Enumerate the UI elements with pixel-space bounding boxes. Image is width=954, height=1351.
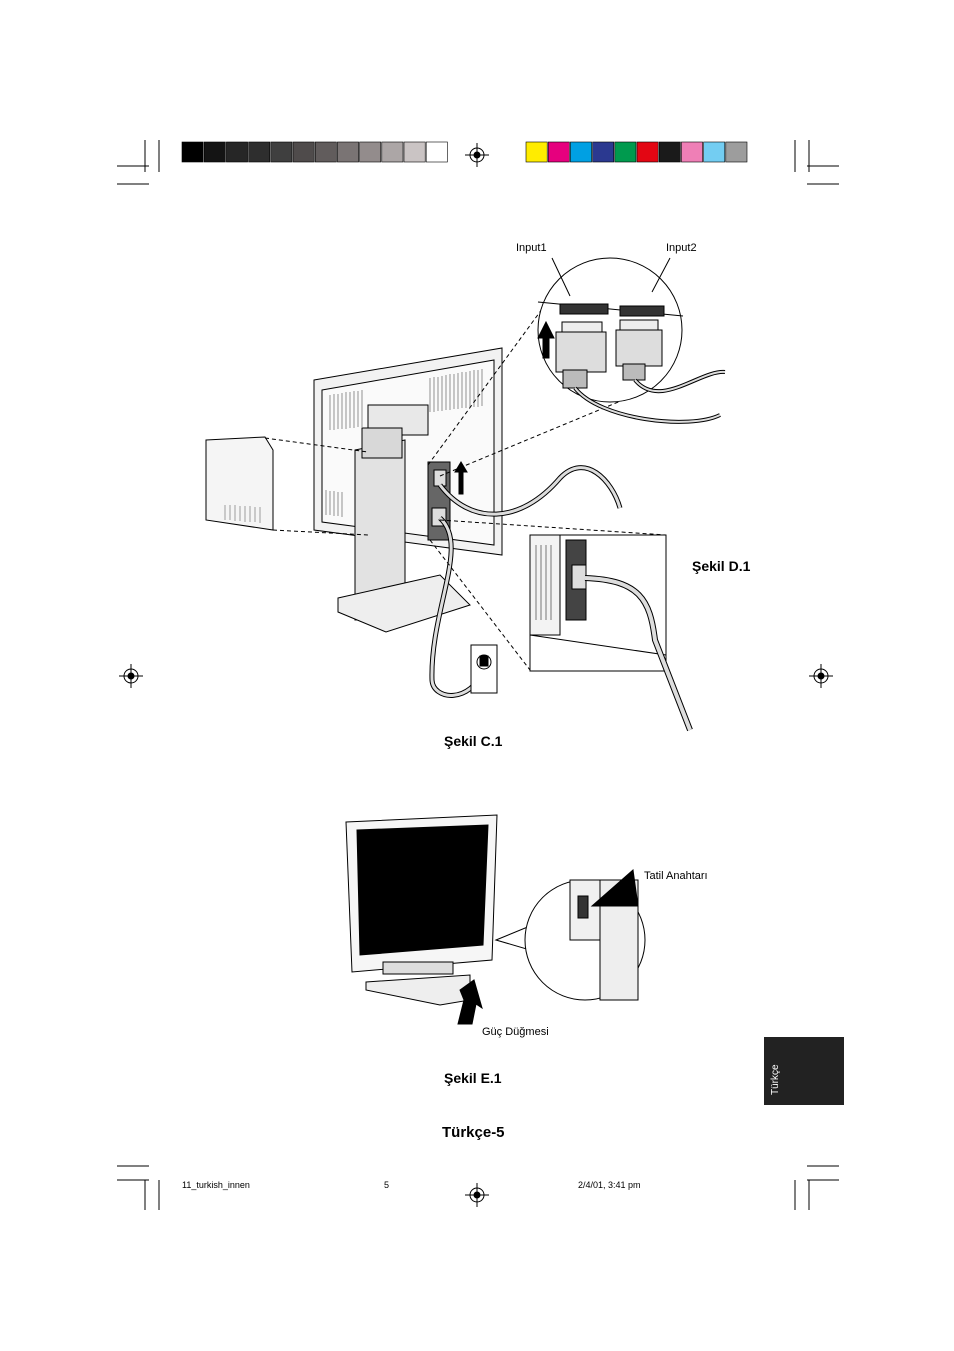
crop-marks-top bbox=[117, 140, 839, 185]
registration-mark-bottom bbox=[465, 1183, 489, 1207]
color-bar-swatch bbox=[703, 141, 726, 163]
color-bar-swatch bbox=[525, 141, 548, 163]
crop-marks-bottom bbox=[117, 1165, 839, 1210]
tatil-anahtari-label: Tatil Anahtarı bbox=[644, 870, 708, 882]
language-side-tab: Türkçe bbox=[764, 1037, 844, 1105]
gray-bar-swatch bbox=[359, 141, 382, 163]
gray-bar-swatch bbox=[181, 141, 204, 163]
gray-bar-swatch bbox=[337, 141, 359, 163]
figure-monitor-front bbox=[345, 814, 646, 1025]
color-bar-swatch bbox=[570, 141, 592, 163]
footer-filename: 11_turkish_innen bbox=[182, 1180, 250, 1190]
color-bar-swatch bbox=[614, 141, 637, 163]
gray-bar-swatch bbox=[403, 141, 426, 163]
color-bar-swatch bbox=[547, 141, 570, 163]
input1-label: Input1 bbox=[516, 242, 547, 254]
sekil-c1-caption: Şekil C.1 bbox=[444, 733, 503, 749]
color-bar bbox=[525, 141, 748, 163]
input2-label: Input2 bbox=[666, 242, 697, 254]
color-bar-swatch bbox=[592, 141, 615, 163]
figure-monitor-rear bbox=[205, 304, 667, 698]
gray-bar-swatch bbox=[425, 141, 448, 163]
color-bar-swatch bbox=[658, 141, 681, 163]
gray-bar-swatch bbox=[292, 141, 315, 163]
input-connectors-detail bbox=[537, 257, 726, 424]
gray-bar-swatch bbox=[248, 141, 271, 163]
page-title: Türkçe-5 bbox=[442, 1124, 505, 1141]
power-connector-detail bbox=[529, 534, 693, 732]
side-tab-label: Türkçe bbox=[770, 1064, 781, 1095]
gray-bar-swatch bbox=[270, 141, 293, 163]
registration-mark-right bbox=[809, 664, 833, 688]
registration-mark-left bbox=[119, 664, 143, 688]
gray-scale-bar bbox=[181, 141, 448, 163]
gray-bar-swatch bbox=[226, 141, 248, 163]
registration-mark-top bbox=[465, 143, 489, 167]
gray-bar-swatch bbox=[203, 141, 226, 163]
footer-page-number: 5 bbox=[384, 1180, 390, 1190]
sekil-e1-caption: Şekil E.1 bbox=[444, 1070, 502, 1086]
color-bar-swatch bbox=[725, 141, 748, 163]
color-bar-swatch bbox=[636, 141, 659, 163]
footer-date: 2/4/01, 3:41 pm bbox=[578, 1180, 641, 1190]
guc-dugmesi-label: Güç Düğmesi bbox=[482, 1026, 549, 1038]
sekil-d1-caption: Şekil D.1 bbox=[692, 558, 751, 574]
gray-bar-swatch bbox=[381, 141, 404, 163]
gray-bar-swatch bbox=[314, 141, 337, 163]
color-bar-swatch bbox=[681, 141, 703, 163]
